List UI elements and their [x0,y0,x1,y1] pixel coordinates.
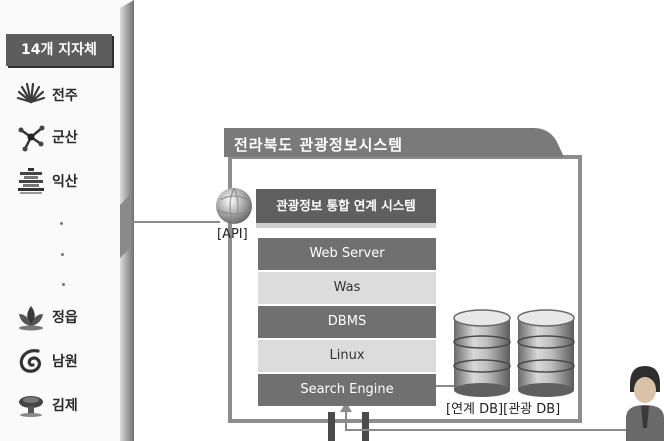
city-label: 익산 [52,174,78,190]
layer-web-server: Web Server [258,238,436,270]
system-title: 전라북도 관광정보시스템 [234,136,404,154]
user-icon [626,366,664,441]
pagoda-icon [16,166,46,196]
database-label: [연계 DB][관광 DB] [446,402,561,417]
city-item-iksan: 익산 [16,164,78,198]
swirl-icon [16,346,46,376]
layer-dbms: DBMS [258,306,436,338]
tourism-db-icon [517,309,575,397]
layer-was: Was [258,272,436,304]
ellipsis-dot [61,253,64,256]
city-label: 남원 [52,354,78,370]
layer-search-engine: Search Engine [258,374,436,406]
linked-db-icon [453,309,511,397]
municipality-panel: 14개 지자체 전주 [0,0,128,441]
api-label: [API] [217,227,248,242]
api-globe-icon [216,187,252,225]
city-item-gimje: 김제 [16,388,78,422]
city-item-jeongeup: 정읍 [16,300,78,334]
city-label: 전주 [52,88,78,104]
city-item-gunsan: 군산 [16,120,78,154]
city-label: 군산 [52,130,78,146]
mushroom-cloud-icon [16,390,46,420]
ellipsis-dot [62,283,65,286]
city-label: 정읍 [52,310,78,326]
sidebar-edge [120,0,134,441]
fan-leaf-icon [16,80,46,110]
city-label: 김제 [52,398,78,414]
molecule-icon [16,122,46,152]
ellipsis-dot [60,222,63,225]
lotus-icon [16,302,46,332]
frame-port [362,412,369,441]
layer-linux: Linux [258,340,436,372]
municipality-panel-title: 14개 지자체 [6,34,112,66]
city-item-jeonju: 전주 [16,78,78,112]
system-frame [224,128,582,423]
integration-system-title: 관광정보 통합 연계 시스템 [256,189,436,223]
user-request-arrow [340,402,640,431]
frame-port [328,412,335,441]
city-item-namwon: 남원 [16,344,78,378]
